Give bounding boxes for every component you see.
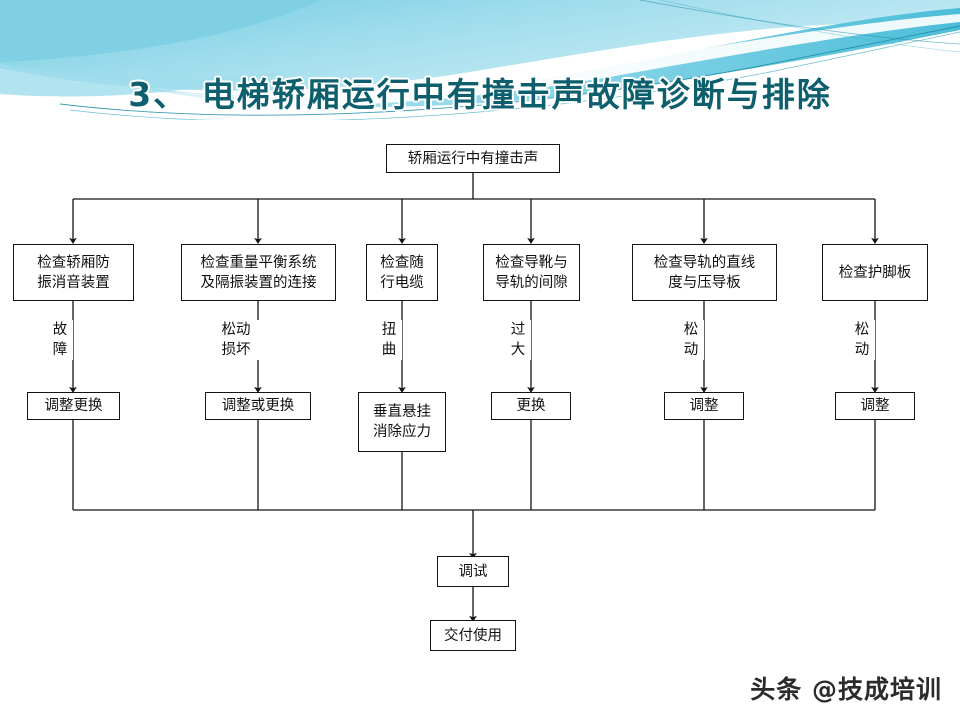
edge-label-fault-5: 松 动 xyxy=(678,320,704,360)
edge-label-fault-6: 松 动 xyxy=(849,320,875,360)
edge-label-fault-4: 过 大 xyxy=(505,320,531,360)
edge-label-fault-2: 松动 损坏 xyxy=(213,320,259,360)
node-action-1[interactable]: 调整更换 xyxy=(27,392,120,420)
edge-label-fault-1: 故 障 xyxy=(47,320,73,360)
node-check-6[interactable]: 检查护脚板 xyxy=(822,244,928,301)
node-check-3[interactable]: 检查随 行电缆 xyxy=(366,244,438,301)
node-check-5[interactable]: 检查导轨的直线 度与压导板 xyxy=(632,244,777,301)
node-root[interactable]: 轿厢运行中有撞击声 xyxy=(386,144,560,173)
node-action-5[interactable]: 调整 xyxy=(664,392,744,420)
node-merge-commission[interactable]: 调试 xyxy=(437,556,509,587)
node-action-6[interactable]: 调整 xyxy=(835,392,915,420)
banner-svg xyxy=(0,0,960,120)
node-action-4[interactable]: 更换 xyxy=(491,392,571,420)
watermark-label: 头条 @技成培训 xyxy=(750,675,942,704)
node-check-2[interactable]: 检查重量平衡系统 及隔振装置的连接 xyxy=(181,244,336,301)
node-check-4[interactable]: 检查导靴与 导轨的间隙 xyxy=(483,244,580,301)
page-title: 3、 电梯轿厢运行中有撞击声故障诊断与排除 xyxy=(128,75,832,114)
edge-label-fault-3: 扭 曲 xyxy=(376,320,402,360)
node-action-2[interactable]: 调整或更换 xyxy=(205,392,311,420)
node-action-3[interactable]: 垂直悬挂 消除应力 xyxy=(358,392,446,452)
node-check-1[interactable]: 检查轿厢防 振消音装置 xyxy=(13,244,134,301)
node-merge-delivery[interactable]: 交付使用 xyxy=(430,620,516,651)
banner-decoration xyxy=(0,0,960,120)
